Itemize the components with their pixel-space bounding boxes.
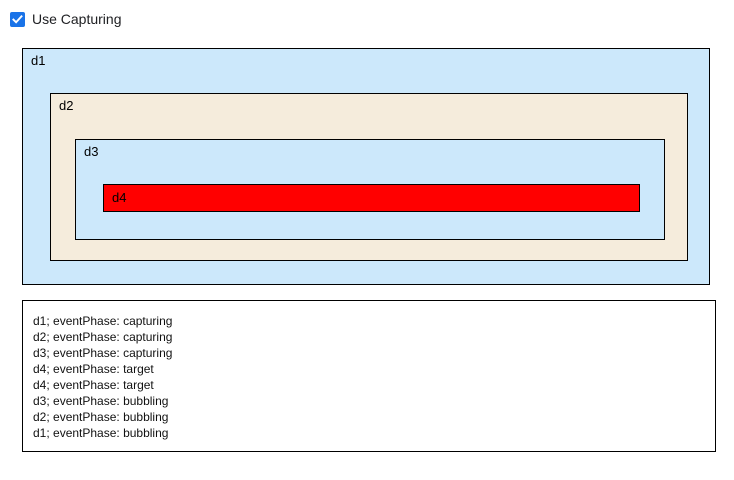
use-capturing-control[interactable]: Use Capturing <box>10 9 122 29</box>
log-line: d3; eventPhase: capturing <box>33 346 173 360</box>
event-box-d1[interactable]: d1 d2 d3 d4 <box>22 48 710 285</box>
log-line: d1; eventPhase: capturing <box>33 314 173 328</box>
event-box-d1-label: d1 <box>31 53 46 68</box>
event-box-d3[interactable]: d3 d4 <box>75 139 665 240</box>
log-line: d3; eventPhase: bubbling <box>33 394 169 408</box>
use-capturing-label: Use Capturing <box>32 11 122 27</box>
log-line: d1; eventPhase: bubbling <box>33 426 169 440</box>
event-log-panel: d1; eventPhase: capturing d2; eventPhase… <box>22 300 716 452</box>
event-box-d3-label: d3 <box>84 144 99 159</box>
log-line: d2; eventPhase: bubbling <box>33 410 169 424</box>
use-capturing-checkbox[interactable] <box>10 11 25 27</box>
log-line: d4; eventPhase: target <box>33 378 154 392</box>
log-line: d4; eventPhase: target <box>33 362 154 376</box>
event-box-d2[interactable]: d2 d3 d4 <box>50 93 688 261</box>
event-box-d4-label: d4 <box>112 190 127 205</box>
event-box-d2-label: d2 <box>59 98 74 113</box>
log-line: d2; eventPhase: capturing <box>33 330 173 344</box>
event-box-d4[interactable]: d4 <box>103 184 640 212</box>
